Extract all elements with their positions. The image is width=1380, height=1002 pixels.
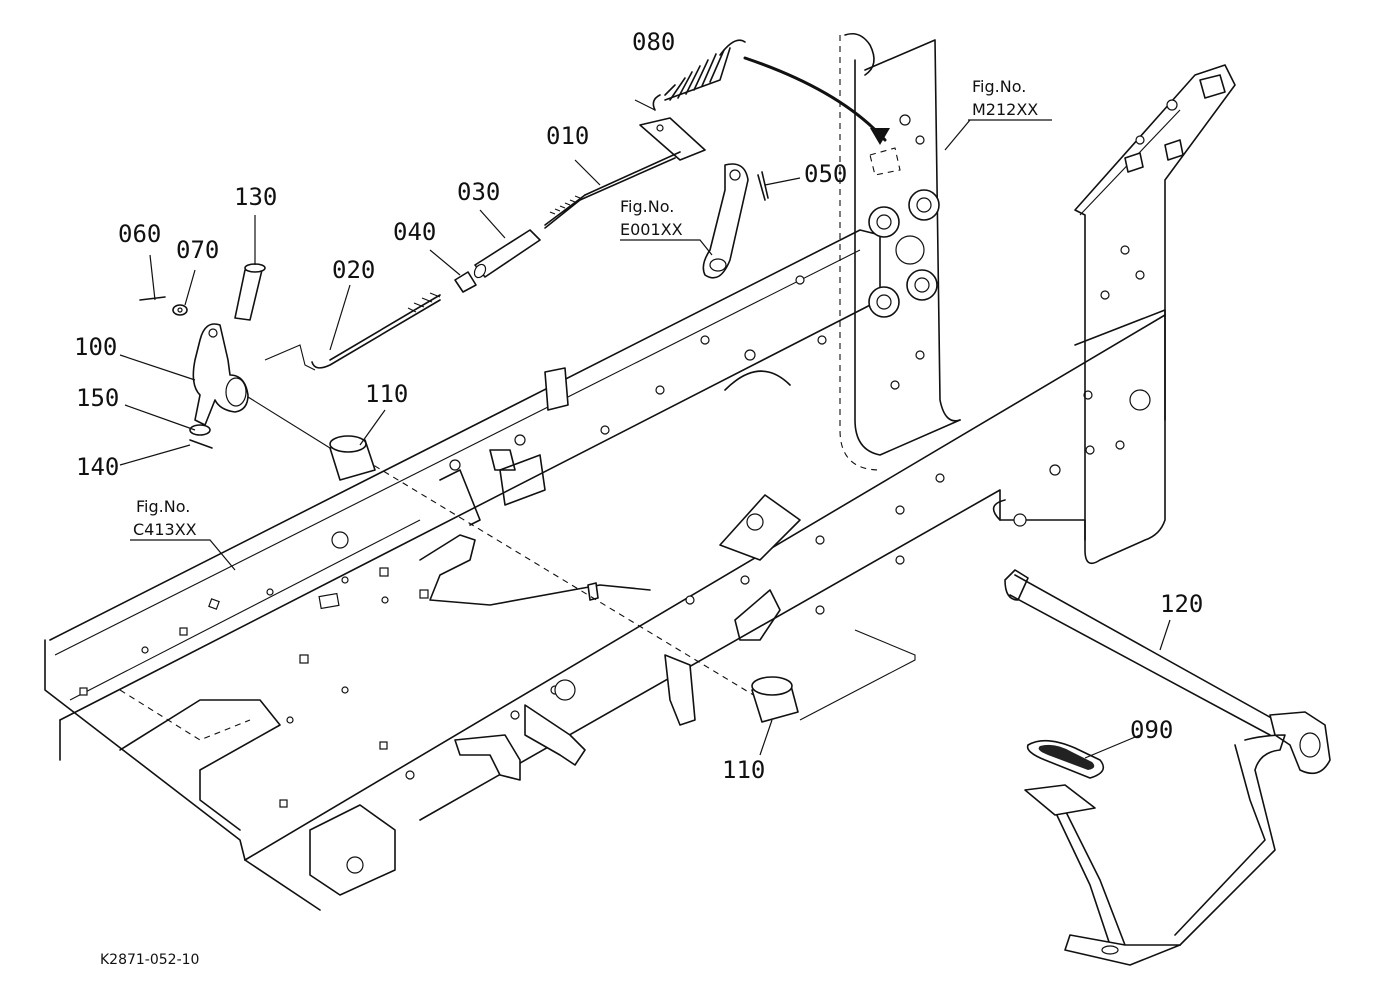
callout-080: 080: [632, 28, 675, 56]
frame-back-bracket: [1074, 64, 1236, 565]
figure-ref-m212: Fig.No. M212XX: [968, 77, 1052, 121]
callout-030: 030: [457, 178, 500, 206]
figure-ref-m212-code: M212XX: [972, 100, 1038, 119]
part-030-sleeve: [473, 229, 541, 279]
leader-lines: [119, 99, 1171, 759]
figure-ref-c413-code: C413XX: [133, 520, 197, 539]
part-050-pin: [757, 171, 769, 201]
callout-labels: 080 010 030 040 050 020 060 070 130 100 …: [74, 28, 1203, 784]
callout-110-upper: 110: [365, 380, 408, 408]
callout-040: 040: [393, 218, 436, 246]
part-080-spring: [652, 39, 746, 111]
frame-right-rail: [244, 309, 1166, 911]
callout-130: 130: [234, 183, 277, 211]
figure-ref-e001: Fig.No. E001XX: [620, 197, 683, 239]
callout-010: 010: [546, 122, 589, 150]
callout-120: 120: [1160, 590, 1203, 618]
drawing-code: K2871-052-10: [100, 952, 199, 968]
part-110-bushing-lower: [751, 676, 799, 723]
part-130-pin: [234, 263, 266, 321]
part-110-bushing-upper: [329, 435, 376, 481]
part-120-pedal-shaft: [1004, 569, 1331, 966]
part-080-arrow: [743, 56, 887, 142]
callout-090: 090: [1130, 716, 1173, 744]
figure-ref-c413: Fig.No. C413XX: [133, 497, 197, 539]
callout-100: 100: [74, 333, 117, 361]
frame-upright-panel: [839, 32, 961, 471]
figure-ref-c413-title: Fig.No.: [136, 497, 190, 516]
part-150-washer: [189, 424, 211, 436]
part-080-arrowhead: [870, 128, 890, 145]
callout-150: 150: [76, 384, 119, 412]
assembly-guides: [239, 344, 916, 721]
part-060-pin: [139, 296, 166, 301]
callout-060: 060: [118, 220, 161, 248]
link-arm: [702, 163, 749, 279]
frame-floor-plate: [44, 567, 429, 861]
part-100-arm: [192, 323, 249, 426]
part-040-nut: [454, 271, 477, 293]
figure-ref-e001-title: Fig.No.: [620, 197, 674, 216]
frame-front-brackets: [309, 449, 696, 896]
part-140-pin: [189, 439, 213, 449]
callout-050: 050: [804, 160, 847, 188]
figure-ref-m212-title: Fig.No.: [972, 77, 1026, 96]
callout-140: 140: [76, 453, 119, 481]
part-070-washer: [172, 304, 188, 316]
figure-ref-e001-code: E001XX: [620, 220, 683, 239]
part-020-rod: [311, 292, 441, 369]
callout-110-lower: 110: [722, 756, 765, 784]
callout-070: 070: [176, 236, 219, 264]
part-010-rod: [544, 117, 706, 229]
part-090-pedal-pad: [1026, 739, 1105, 779]
callout-020: 020: [332, 256, 375, 284]
